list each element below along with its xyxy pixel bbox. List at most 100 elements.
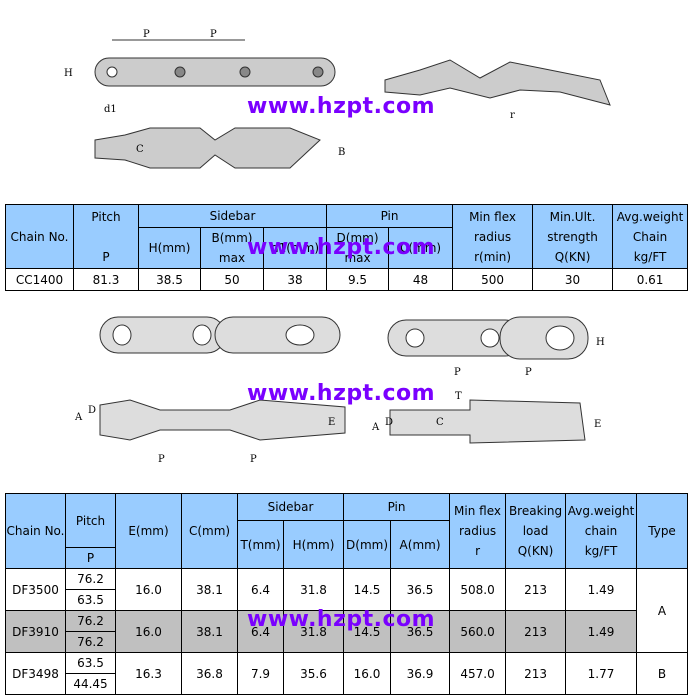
cell-p2: 76.2 [65, 631, 116, 653]
cell-e: 16.3 [115, 652, 182, 695]
cell-h: 38.5 [138, 268, 201, 291]
cell-e: 16.0 [115, 568, 182, 611]
cell-w: 1.49 [565, 610, 638, 653]
cell-d1: 38 [262, 268, 328, 291]
table-row-sub: 76.2 [6, 631, 688, 653]
header-d: D(mm) [343, 520, 392, 569]
header-h: H(mm) [138, 227, 201, 269]
header-chain-no: Chain No. [5, 493, 66, 569]
dim-label-p: P [525, 367, 532, 378]
dim-label-e: E [594, 419, 601, 430]
cell-pitch: 81.3 [73, 268, 139, 291]
cell-d: 14.5 [343, 610, 392, 653]
header-a: A(mm) [390, 520, 451, 569]
cell-r: 508.0 [449, 568, 507, 611]
watermark: www.hzpt.com [247, 94, 436, 119]
watermark: www.hzpt.com [247, 607, 436, 632]
side-view-b: H P P A D C T E [371, 316, 605, 444]
dim-label-a: A [74, 412, 83, 423]
cell-p1: 76.2 [65, 610, 116, 632]
cell-a: 36.5 [390, 568, 451, 611]
header-type: Type [636, 493, 689, 569]
cell-avg-weight: 0.61 [612, 268, 689, 291]
dim-label-r: r [510, 110, 515, 121]
cell-p1: 63.5 [65, 652, 116, 674]
cell-w: 1.77 [565, 652, 638, 695]
dim-label-t: T [455, 391, 462, 402]
header-sidebar: Sidebar [236, 493, 345, 521]
header-h: H(mm) [282, 520, 345, 569]
top-view: d1 C B [94, 104, 345, 169]
header-pin: Pin [343, 493, 451, 521]
header-c: C(mm) [181, 493, 238, 569]
dim-label-c: C [436, 417, 444, 428]
table-row-sub: 63.5 [6, 589, 688, 611]
dim-label-p: P [454, 367, 461, 378]
header-pitch-sub: P [65, 547, 116, 569]
cell-a: 36.5 [390, 610, 451, 653]
cell-h: 35.6 [282, 652, 345, 695]
cell-min-flex: 500 [452, 268, 534, 291]
watermark: www.hzpt.com [247, 381, 436, 406]
dim-label-p: P [143, 29, 150, 40]
cell-q: 213 [505, 610, 567, 653]
dim-label-p: P [158, 454, 165, 465]
cell-chain: DF3910 [5, 610, 66, 653]
cell-c: 36.8 [181, 652, 238, 695]
dim-label-h: H [64, 68, 73, 79]
dim-label-p: P [250, 454, 257, 465]
cell-d: 16.0 [343, 652, 392, 695]
header-e: E(mm) [115, 493, 182, 569]
cell-r: 560.0 [449, 610, 507, 653]
cell-h: 31.8 [282, 610, 345, 653]
cell-chain: DF3500 [5, 568, 66, 611]
cell-p1: 76.2 [65, 568, 116, 590]
side-view: P P H [64, 29, 336, 87]
cell-b: 50 [200, 268, 264, 291]
dim-label-e: E [328, 417, 335, 428]
header-d: D(mm)max [326, 227, 390, 269]
cell-chain-no: CC1400 [5, 268, 74, 291]
watermark: www.hzpt.com [247, 235, 436, 260]
dim-label-c: C [136, 144, 144, 155]
cell-p2: 63.5 [65, 589, 116, 611]
cell-d: 14.5 [343, 568, 392, 611]
cell-min-ult: 30 [532, 268, 614, 291]
chain-drawing-df: A D E P P H P P A D C T E [74, 316, 605, 465]
dim-label-h: H [596, 337, 605, 348]
header-d1: d1(mm) [262, 227, 328, 269]
dim-label-d: D [385, 417, 393, 428]
cell-a: 36.9 [390, 652, 451, 695]
side-view-a: A D E P P [74, 316, 346, 465]
cell-q: 213 [505, 652, 567, 695]
cell-t: 6.4 [237, 568, 284, 611]
cell-h: 31.8 [282, 568, 345, 611]
cell-type: A [636, 568, 689, 653]
header-b: B(mm)max [200, 227, 264, 269]
cell-chain: DF3498 [5, 652, 66, 695]
cell-c: 38.1 [181, 610, 238, 653]
header-t: T(mm) [237, 520, 284, 569]
dim-label-p: P [210, 29, 217, 40]
cell-e: 16.0 [115, 610, 182, 653]
header-pitch: Pitch [65, 493, 116, 548]
cell-t: 7.9 [237, 652, 284, 695]
chain-drawing-cc1400: P P H d1 C B r [64, 29, 611, 169]
cell-c: 48 [388, 268, 454, 291]
cell-t: 6.4 [237, 610, 284, 653]
header-chain-no: Chain No. [5, 204, 74, 269]
cell-type: B [636, 652, 689, 695]
cell-q: 213 [505, 568, 567, 611]
flex-view: r [384, 59, 611, 121]
dim-label-b: B [338, 147, 345, 158]
df-spec-table: Chain No. Pitch E(mm) C(mm) Sidebar Pin … [5, 493, 689, 695]
